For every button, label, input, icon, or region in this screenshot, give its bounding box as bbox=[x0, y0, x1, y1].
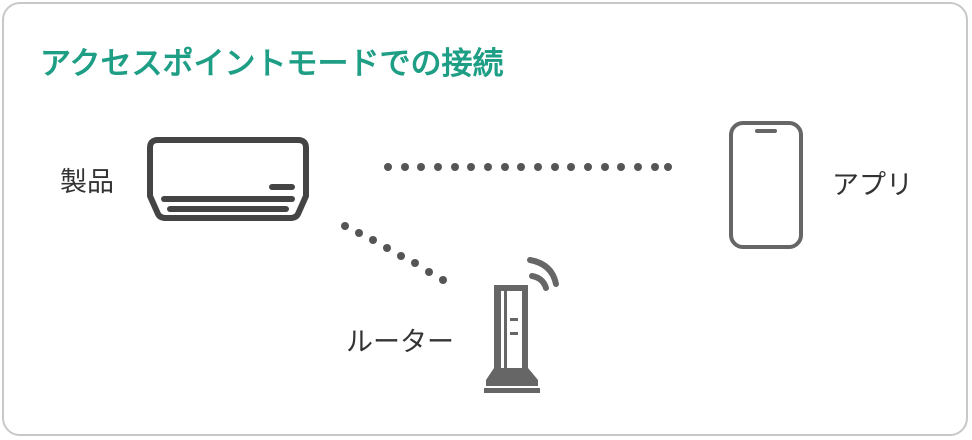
connection-product-app bbox=[384, 163, 672, 171]
product-label: 製品 bbox=[60, 167, 114, 198]
smartphone-icon bbox=[729, 121, 803, 249]
router-label: ルーター bbox=[346, 327, 454, 358]
wifi-router-icon bbox=[484, 257, 559, 393]
app-label: アプリ bbox=[832, 170, 913, 201]
connection-product-router bbox=[341, 222, 447, 284]
air-conditioner-icon bbox=[147, 137, 309, 221]
diagram-title: アクセスポイントモードでの接続 bbox=[40, 46, 504, 82]
